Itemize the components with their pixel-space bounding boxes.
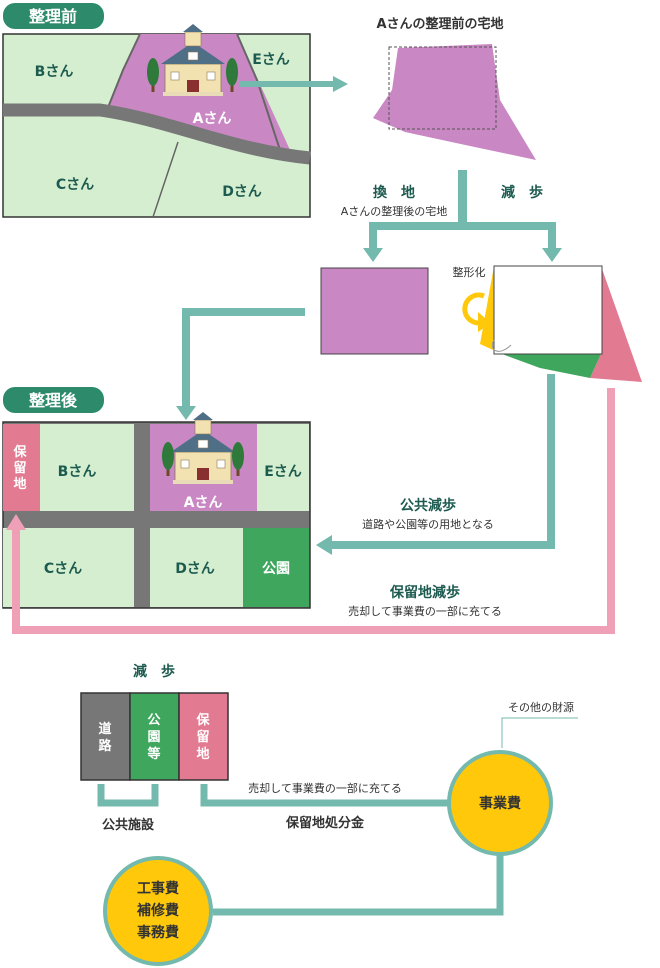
parcel-e-after-label: Eさん	[264, 464, 302, 480]
shaped-square	[493, 265, 603, 355]
reserve-col-char-3: 地	[196, 746, 209, 762]
cost-item-1: 工事費	[137, 880, 179, 897]
public-facilities-bracket	[97, 784, 159, 807]
reserve-col-char-1: 保	[195, 712, 210, 728]
reserve-reduction-subtitle: 売却して事業費の一部に充てる	[348, 604, 502, 618]
other-funds-label: その他の財源	[508, 700, 574, 714]
reserve-char-2: 留	[13, 460, 26, 476]
parcel-c-after-label: Cさん	[44, 561, 82, 577]
sale-note: 売却して事業費の一部に充てる	[248, 781, 402, 795]
cost-item-2: 補修費	[136, 902, 179, 919]
parcel-e-after	[257, 424, 309, 511]
disposal-connector	[200, 784, 448, 807]
reserve-char-3: 地	[13, 476, 26, 492]
before-badge	[3, 3, 104, 29]
project-cost-circle	[447, 750, 553, 856]
public-reduction-title: 公共減歩	[400, 497, 456, 514]
a-before-target-outline	[388, 46, 497, 130]
reserve-land-parcel	[3, 424, 40, 511]
park-parcel	[243, 528, 309, 607]
reserve-col-char-2: 留	[196, 729, 209, 745]
parcel-b-after	[40, 424, 134, 511]
park-label: 公園	[262, 561, 290, 577]
parcel-a-label: Aさん	[193, 111, 232, 127]
public-reduction-arrow	[330, 374, 555, 549]
public-reduction-subtitle: 道路や公園等の用地となる	[362, 517, 494, 531]
project-cost-label: 事業費	[479, 795, 521, 812]
shaping-label: 整形化	[453, 265, 486, 279]
parcel-b-after-label: Bさん	[58, 464, 97, 480]
exchange-title: 換 地	[373, 184, 415, 201]
cost-item-3: 事務費	[137, 924, 179, 941]
parcel-d-after	[150, 528, 243, 607]
after-badge-label: 整理後	[28, 391, 78, 410]
split-arrow	[369, 222, 556, 250]
exchange-subtitle: Aさんの整理後の宅地	[341, 204, 448, 218]
cost-connector	[213, 855, 504, 916]
other-funds-leader	[501, 717, 578, 748]
reduction-title: 減 歩	[501, 184, 543, 201]
parcel-a-after-label: Aさん	[184, 495, 223, 511]
parcel-d-label: Dさん	[222, 184, 262, 200]
road-column	[80, 692, 131, 781]
a-after-square	[320, 267, 429, 355]
arrow-to-after-map	[182, 308, 305, 408]
park-col-char-1: 公	[147, 713, 160, 728]
before-road	[3, 103, 311, 165]
parcel-d-after-label: Dさん	[175, 561, 215, 577]
park-column	[129, 692, 180, 781]
parcel-e-label: Eさん	[252, 52, 290, 68]
parcel-c-label: Cさん	[56, 177, 94, 193]
public-reduction-piece	[502, 354, 601, 378]
reserve-column	[178, 692, 229, 781]
road-col-char-1: 道	[98, 721, 111, 737]
public-facilities-label: 公共施設	[102, 817, 155, 833]
after-map: 保 留 地 Bさん Aさん Eさん Cさん Dさん 公園	[2, 411, 311, 609]
a-before-shape	[373, 44, 536, 160]
parcel-b-label: Bさん	[35, 64, 74, 80]
road-col-char-2: 路	[98, 738, 112, 754]
before-map: Bさん Eさん Aさん Cさん Dさん	[2, 23, 311, 218]
reserve-reduction-piece	[590, 266, 642, 382]
park-col-char-3: 等	[146, 746, 160, 762]
a-before-title: Aさんの整理前の宅地	[376, 16, 503, 32]
bottom-reduction-title: 減 歩	[133, 663, 175, 680]
after-badge	[3, 387, 104, 413]
reserve-char-1: 保	[12, 444, 27, 460]
costs-circle	[103, 856, 213, 966]
park-col-char-2: 園	[147, 729, 160, 745]
before-badge-label: 整理前	[28, 7, 77, 26]
parcel-c-after	[3, 528, 134, 607]
rotate-arrow-icon	[462, 292, 485, 326]
disposal-money-label: 保留地処分金	[285, 815, 365, 831]
reserve-reduction-arrow	[12, 388, 615, 634]
reserve-reduction-title: 保留地減歩	[389, 584, 460, 601]
